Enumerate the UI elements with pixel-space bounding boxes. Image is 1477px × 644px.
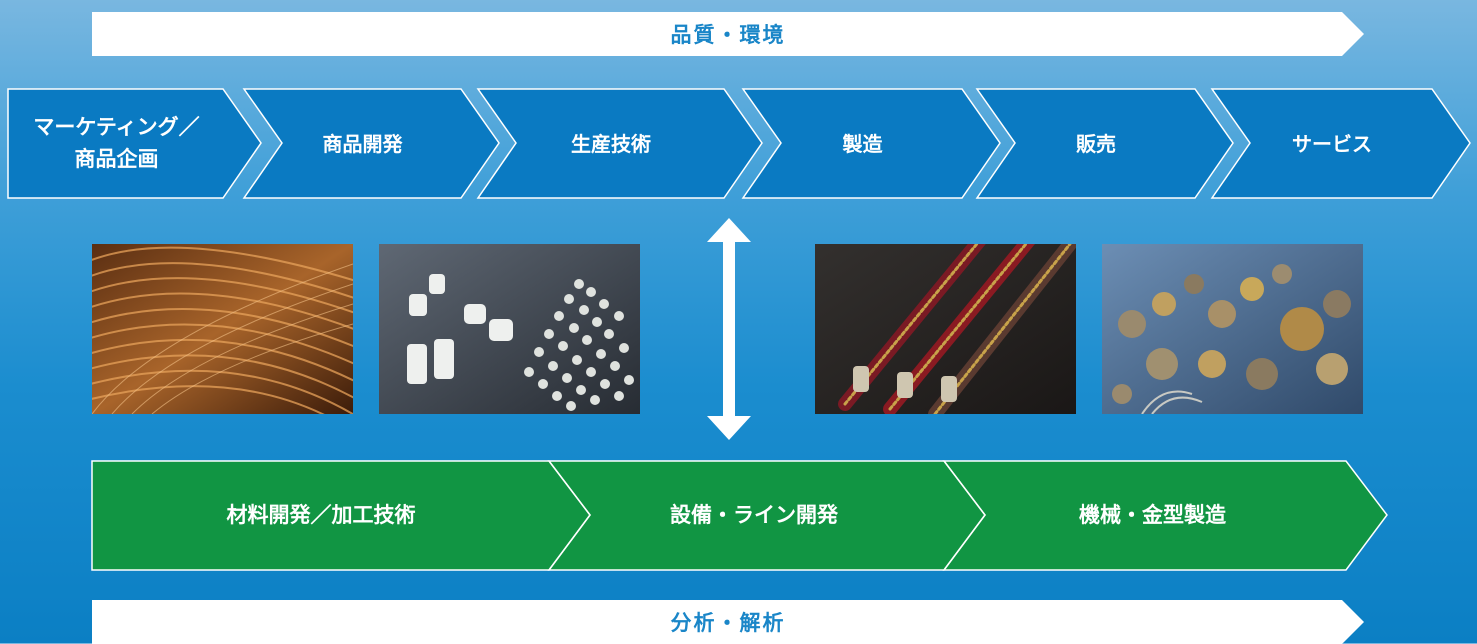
chain-step-manufacturing: 製造	[743, 89, 1000, 198]
plastic-sliders-pellets-photo	[379, 244, 640, 414]
metal-zippers-photo	[815, 244, 1076, 414]
chain-step-production-engineering: 生産技術	[478, 89, 762, 198]
tech-step-label: 材料開発／加工技術	[226, 502, 416, 527]
tech-step-label: 機械・金型製造	[1079, 502, 1226, 527]
chain-step-label: 生産技術	[571, 131, 651, 156]
tech-step-label: 設備・ライン開発	[670, 502, 838, 527]
copper-wire-photo	[92, 244, 353, 414]
chain-step-label: 販売	[1076, 131, 1116, 156]
chain-step-service: サービス	[1212, 89, 1470, 198]
quality-environment-label: 品質・環境	[670, 23, 786, 47]
tech-step-machinery: 機械・金型製造	[944, 461, 1387, 570]
tech-step-materials: 材料開発／加工技術	[92, 461, 590, 570]
chain-step-marketing: マーケティング／ 商品企画	[8, 89, 261, 198]
analysis-banner: 分析・解析	[92, 600, 1364, 644]
analysis-label: 分析・解析	[670, 611, 786, 635]
double-arrow-icon	[707, 218, 751, 440]
quality-environment-banner: 品質・環境	[92, 12, 1364, 56]
chain-step-label: マーケティング／ 商品企画	[33, 115, 200, 171]
tech-step-equipment: 設備・ライン開発	[549, 461, 985, 570]
chain-step-label: 製造	[842, 131, 883, 156]
chain-step-label: サービス	[1292, 131, 1372, 156]
jeans-buttons-photo	[1102, 244, 1363, 414]
chain-step-sales: 販売	[977, 89, 1233, 198]
chain-step-label: 商品開発	[322, 131, 403, 156]
chain-step-product-development: 商品開発	[244, 89, 499, 198]
